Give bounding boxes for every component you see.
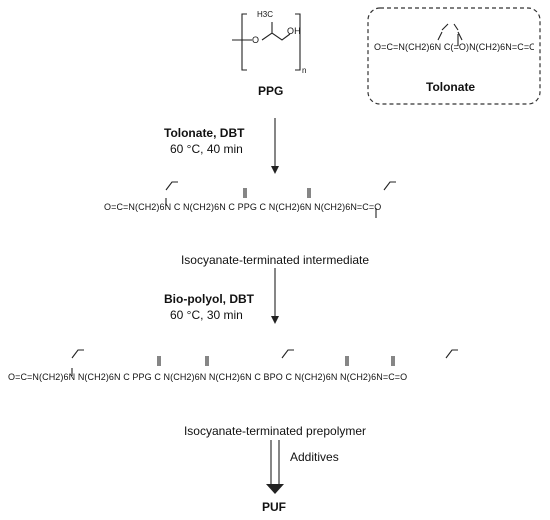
ppg-repeat-n: n: [302, 66, 307, 75]
ppg-right-bracket: [295, 13, 301, 71]
ppg-left-bracket: [241, 13, 247, 71]
step2-conditions: 60 °C, 30 min: [170, 308, 243, 322]
intermediate-label: Isocyanate-terminated intermediate: [180, 253, 370, 267]
intermediate-bonds: [165, 181, 396, 218]
ppg-hydroxyl: OH: [287, 26, 301, 36]
step3-reagent: Additives: [290, 450, 339, 464]
prepolymer-label: Isocyanate-terminated prepolymer: [183, 424, 367, 438]
tolonate-label: Tolonate: [426, 80, 476, 94]
prepolymer-structure: O=C=N(CH2)6N N(CH2)6N C PPG C N(CH2)6N N…: [8, 372, 408, 382]
ppg-skeleton: [232, 22, 291, 41]
prepolymer-bonds: [71, 349, 458, 376]
tolonate-structure: O=C=N(CH2)6N C(=O)N(CH2)6N=C=O: [374, 42, 534, 52]
step1-conditions: 60 °C, 40 min: [170, 142, 243, 156]
tolonate-box-border: [367, 7, 541, 105]
intermediate-structure: O=C=N(CH2)6N C N(CH2)6N C PPG C N(CH2)6N…: [104, 202, 382, 212]
arrow-step-3-head: [266, 484, 284, 494]
step2-reagent: Bio-polyol, DBT: [164, 292, 254, 306]
product-label: PUF: [262, 500, 286, 514]
ppg-oxygen: O: [252, 35, 260, 45]
ppg-label: PPG: [258, 84, 284, 98]
tolonate-carbamate-bonds: [437, 23, 463, 46]
ppg-methyl: H3C: [257, 10, 274, 19]
arrow-step-2-head: [271, 316, 279, 324]
step1-reagent: Tolonate, DBT: [164, 126, 245, 140]
arrow-step-1-head: [271, 166, 279, 174]
